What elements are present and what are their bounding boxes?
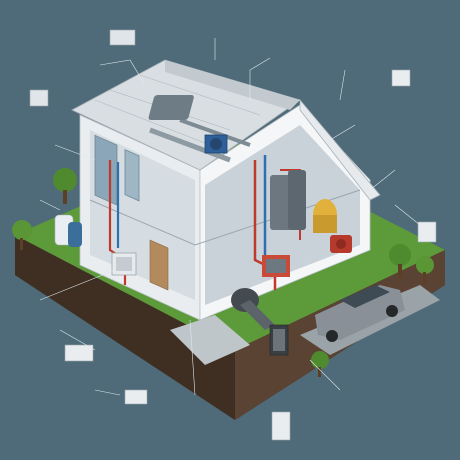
attic-hvac-unit xyxy=(148,95,228,154)
water-softener xyxy=(54,214,82,247)
car xyxy=(315,285,405,342)
ventilation-duct xyxy=(231,288,275,330)
callout-leader-lines xyxy=(39,38,421,396)
trees xyxy=(12,168,434,377)
generator xyxy=(262,255,290,277)
pump xyxy=(330,235,352,253)
outdoor-ac-unit xyxy=(111,252,137,276)
pressure-tank xyxy=(313,199,337,233)
walkway xyxy=(170,315,250,365)
peripheral-devices xyxy=(29,29,437,441)
electrical-panel xyxy=(269,324,289,356)
water-heater xyxy=(270,170,306,230)
